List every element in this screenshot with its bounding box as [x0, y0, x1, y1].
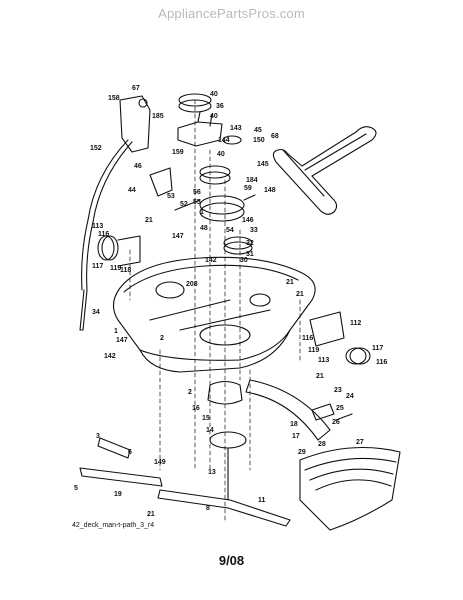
- callout-29: 29: [298, 449, 306, 456]
- callout-5: 5: [74, 485, 78, 492]
- callout-17: 17: [292, 433, 300, 440]
- callout-31: 31: [246, 251, 254, 258]
- control-cable: [81, 139, 129, 291]
- callout-54: 54: [226, 227, 234, 234]
- callout-3: 3: [96, 433, 100, 440]
- callout-119: 119: [308, 347, 319, 354]
- callout-117: 117: [92, 263, 103, 270]
- page-label: 9/08: [218, 553, 245, 568]
- callout-40: 40: [210, 113, 218, 120]
- callout-27: 27: [356, 439, 364, 446]
- callout-21: 21: [296, 291, 304, 298]
- callout-142: 142: [104, 353, 116, 360]
- callout-11: 11: [258, 497, 266, 504]
- idler-bracket: [177, 121, 223, 147]
- callout-159: 159: [172, 149, 184, 156]
- discharge-chute: [299, 446, 401, 531]
- callout-15: 15: [202, 415, 210, 422]
- callout-44: 44: [128, 187, 136, 194]
- callout-113: 113: [318, 357, 329, 364]
- callout-21: 21: [286, 279, 294, 286]
- center-pulley: [199, 195, 245, 215]
- callout-55: 55: [193, 199, 201, 206]
- callout-1: 1: [114, 328, 118, 335]
- callout-144: 144: [218, 137, 230, 144]
- callout-46: 46: [134, 163, 142, 170]
- callout-68: 68: [271, 133, 279, 140]
- callout-52: 52: [180, 201, 188, 208]
- callout-23: 23: [334, 387, 342, 394]
- callout-112: 112: [350, 320, 361, 327]
- callout-34: 34: [92, 309, 100, 316]
- callout-6: 6: [128, 449, 132, 456]
- callout-208: 208: [186, 281, 198, 288]
- callout-152: 152: [90, 145, 102, 152]
- callout-149: 149: [154, 459, 166, 466]
- callout-18: 18: [290, 421, 298, 428]
- callout-145: 145: [257, 161, 269, 168]
- callout-146: 146: [242, 217, 254, 224]
- callout-40: 40: [217, 151, 225, 158]
- callout-28: 28: [318, 441, 326, 448]
- callout-26: 26: [332, 419, 340, 426]
- callout-19: 19: [114, 491, 122, 498]
- callout-148: 148: [264, 187, 276, 194]
- callout-185: 185: [152, 113, 164, 120]
- callout-24: 24: [346, 393, 354, 400]
- callout-119: 119: [110, 265, 121, 272]
- callout-113: 113: [92, 223, 103, 230]
- callout-45: 45: [254, 127, 262, 134]
- callout-32: 32: [246, 240, 254, 247]
- callout-21: 21: [316, 373, 324, 380]
- drawing-number: 42_deck_man-t-path_3_r4: [72, 522, 155, 529]
- callout-143: 143: [230, 125, 242, 132]
- belt: [272, 126, 377, 215]
- callout-158: 158: [108, 95, 120, 102]
- callout-1: 1: [200, 209, 204, 216]
- callout-118: 118: [120, 267, 131, 274]
- watermark: AppliancePartsPros.com: [158, 6, 305, 21]
- idler-pulley-top: [178, 93, 212, 107]
- callout-67: 67: [132, 85, 140, 92]
- callout-21: 21: [147, 511, 155, 518]
- callout-2: 2: [160, 335, 164, 342]
- callout-53: 53: [167, 193, 175, 200]
- callout-116: 116: [302, 335, 313, 342]
- blade: [157, 489, 291, 527]
- callout-184: 184: [246, 177, 258, 184]
- lever-bracket: [119, 95, 151, 153]
- callout-33: 33: [250, 227, 258, 234]
- callout-117: 117: [372, 345, 383, 352]
- callout-147: 147: [116, 337, 128, 344]
- callout-21: 21: [145, 217, 153, 224]
- callout-48: 48: [200, 225, 208, 232]
- callout-25: 25: [336, 405, 344, 412]
- callout-40: 40: [210, 91, 218, 98]
- callout-116: 116: [98, 231, 109, 238]
- callout-147: 147: [172, 233, 184, 240]
- callout-142: 142: [205, 257, 217, 264]
- callout-8: 8: [206, 505, 210, 512]
- callout-59: 59: [244, 185, 252, 192]
- callout-14: 14: [206, 427, 214, 434]
- callout-13: 13: [208, 469, 216, 476]
- callout-150: 150: [253, 137, 265, 144]
- callout-2: 2: [188, 389, 192, 396]
- callout-16: 16: [192, 405, 200, 412]
- callout-36: 36: [216, 103, 224, 110]
- callout-116: 116: [376, 359, 387, 366]
- callout-56: 56: [193, 189, 201, 196]
- callout-30: 30: [240, 257, 248, 264]
